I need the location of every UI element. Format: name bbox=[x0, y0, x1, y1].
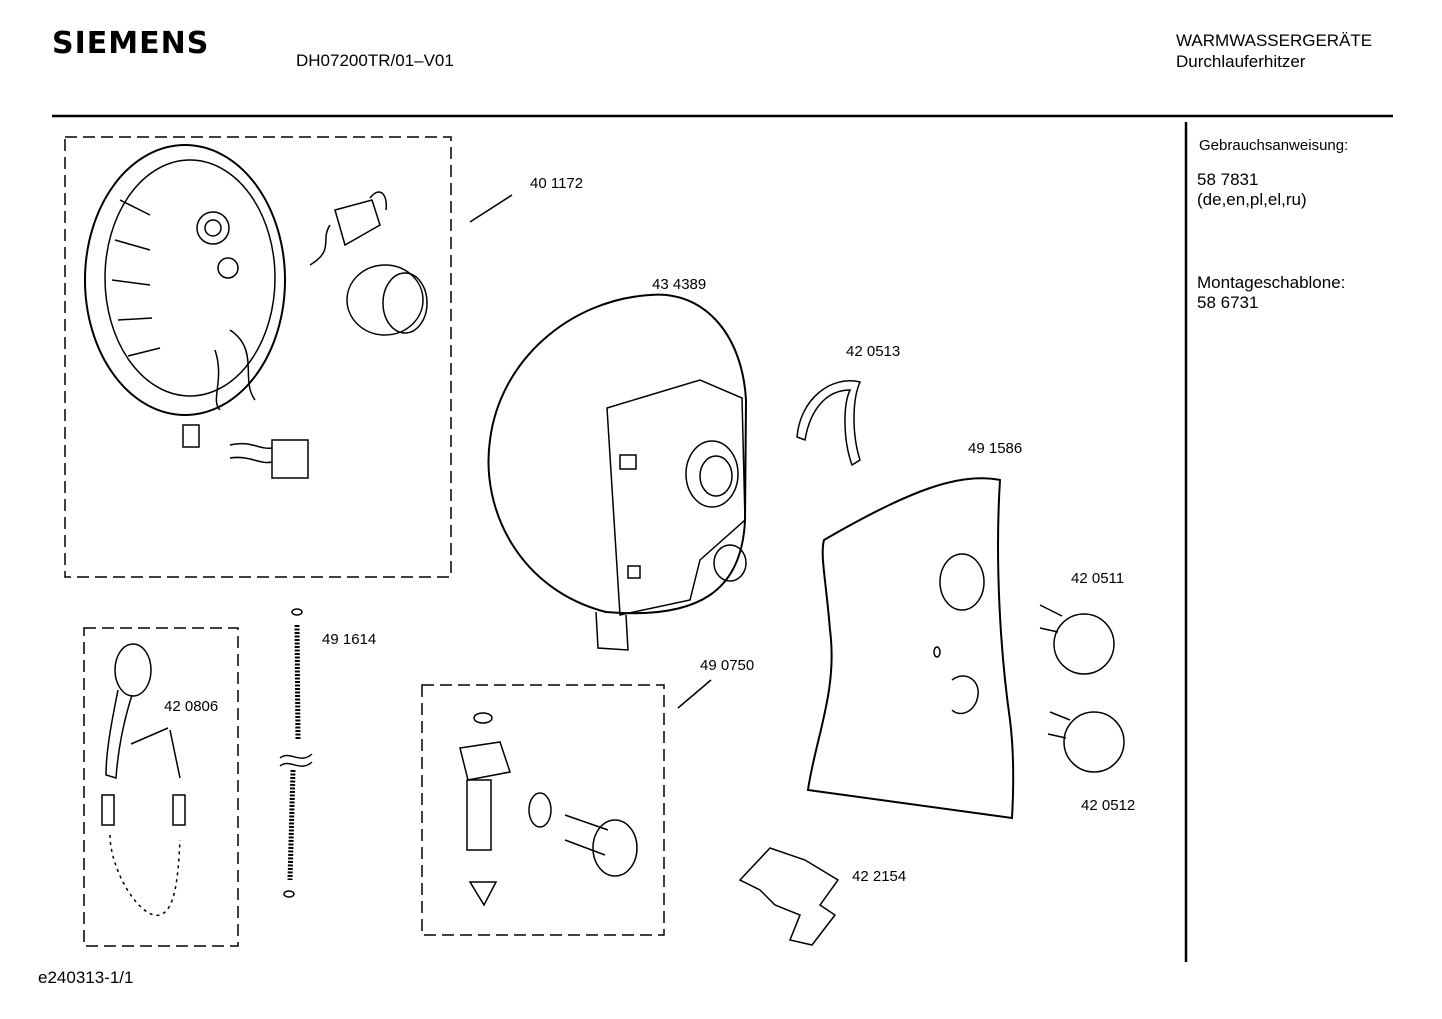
valve-drawing bbox=[459, 712, 638, 907]
heater-unit-drawing bbox=[84, 144, 428, 479]
part-label-401172[interactable]: 40 1172 bbox=[530, 175, 584, 192]
leader-line-490750 bbox=[677, 679, 712, 709]
brand-logo: SIEMENS bbox=[52, 26, 210, 61]
manual-languages: (de,en,pl,el,ru) bbox=[1197, 190, 1307, 209]
part-label-420806[interactable]: 42 0806 bbox=[164, 698, 219, 715]
part-label-420511[interactable]: 42 0511 bbox=[1071, 570, 1125, 587]
part-label-491614[interactable]: 49 1614 bbox=[322, 631, 377, 648]
leader-line-420806-b bbox=[169, 729, 181, 779]
group-box-heater-unit bbox=[64, 136, 452, 578]
category-subtitle: Durchlauferhitzer bbox=[1176, 52, 1306, 71]
manual-label: Gebrauchsanweisung: bbox=[1199, 137, 1349, 154]
clip-drawing bbox=[796, 380, 862, 467]
part-label-491586[interactable]: 49 1586 bbox=[968, 440, 1023, 457]
leader-line-401172 bbox=[469, 194, 513, 223]
part-label-434389[interactable]: 43 4389 bbox=[652, 276, 707, 293]
model-number: DH07200TR/01–V01 bbox=[296, 51, 454, 70]
part-label-422154[interactable]: 42 2154 bbox=[852, 868, 907, 885]
leader-line-420806-a bbox=[130, 727, 169, 745]
template-number: 58 6731 bbox=[1197, 293, 1259, 312]
group-box-valve bbox=[421, 684, 665, 936]
front-cover-drawing bbox=[806, 477, 1015, 820]
group-box-handshower bbox=[83, 627, 239, 947]
hose-drawing bbox=[279, 608, 313, 898]
part-label-490750[interactable]: 49 0750 bbox=[700, 657, 755, 674]
handshower-drawing bbox=[101, 643, 186, 916]
template-label: Montageschablone: bbox=[1197, 273, 1346, 292]
manual-number: 58 7831 bbox=[1197, 170, 1259, 189]
knob-drawing-420512 bbox=[1047, 711, 1125, 773]
part-label-420513[interactable]: 42 0513 bbox=[846, 343, 901, 360]
category-title: WARMWASSERGERÄTE bbox=[1176, 31, 1373, 50]
document-id: e240313-1/1 bbox=[38, 968, 134, 987]
knob-drawing-420511 bbox=[1039, 604, 1115, 675]
bracket-drawing bbox=[738, 847, 840, 946]
back-cover-drawing bbox=[487, 293, 748, 651]
part-label-420512[interactable]: 42 0512 bbox=[1081, 797, 1136, 814]
